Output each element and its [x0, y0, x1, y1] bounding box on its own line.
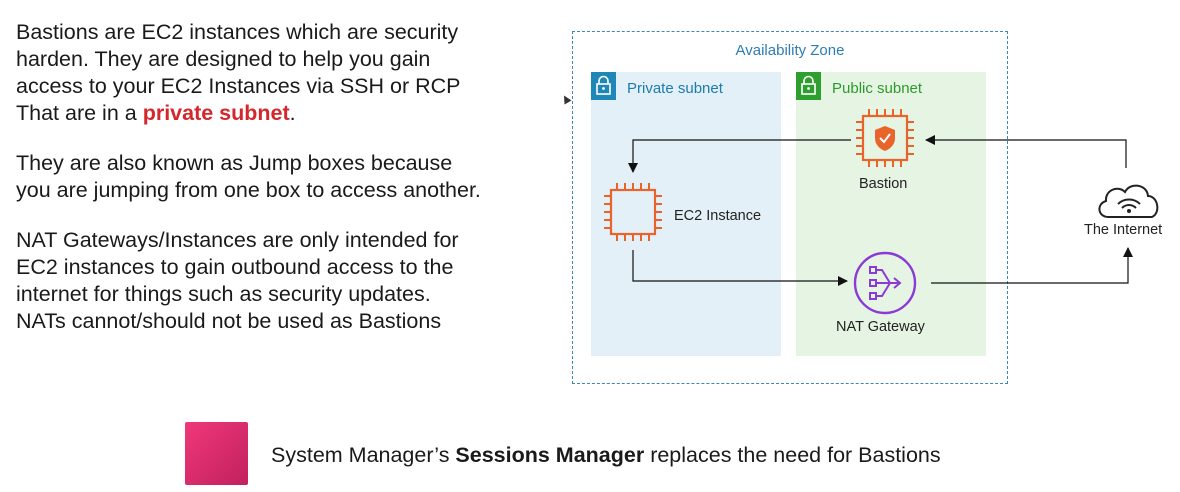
- text-segment: .: [289, 101, 296, 125]
- nat-gateway-label: NAT Gateway: [836, 319, 925, 335]
- arrow-bastion-to-ec2: [628, 139, 851, 173]
- text-line: access to your EC2 Instances via SSH or …: [16, 74, 461, 98]
- private-subnet-highlight: private subnet: [142, 101, 290, 125]
- text-line: you are jumping from one box to access a…: [16, 178, 481, 202]
- text-line: harden. They are designed to help you ga…: [16, 47, 431, 71]
- internet-label: The Internet: [1084, 222, 1163, 238]
- public-subnet-label: Public subnet: [832, 80, 923, 97]
- text-line: Bastions are EC2 instances which are sec…: [16, 20, 459, 44]
- cloud-icon: [1098, 184, 1159, 218]
- paragraph-jump-boxes: They are also known as Jump boxes becaus…: [16, 150, 556, 204]
- lock-icon: [796, 72, 821, 100]
- text-line: internet for things such as security upd…: [16, 282, 431, 306]
- ec2-instance-label: EC2 Instance: [674, 208, 762, 224]
- arrow-ec2-to-nat: [632, 250, 848, 286]
- text-line: That are in a private subnet.: [16, 100, 556, 127]
- text-segment: That are in a: [16, 101, 143, 125]
- text-segment: System Manager’s: [271, 443, 456, 467]
- bastion-chip-icon: [856, 109, 914, 167]
- paragraph-nat: NAT Gateways/Instances are only intended…: [16, 227, 556, 335]
- paragraph-bastions: Bastions are EC2 instances which are sec…: [16, 19, 556, 127]
- explanation-text: Bastions are EC2 instances which are sec…: [16, 19, 556, 358]
- bastion-label: Bastion: [859, 176, 908, 192]
- availability-zone-box: [572, 31, 1008, 384]
- text-line: EC2 instances to gain outbound access to…: [16, 255, 454, 279]
- arrow-nat-to-internet: [931, 247, 1133, 284]
- nat-gateway-icon: [853, 251, 917, 315]
- text-line: NATs cannot/should not be used as Bastio…: [16, 309, 442, 333]
- availability-zone-label: Availability Zone: [735, 42, 845, 59]
- sessions-manager-statement: System Manager’s Sessions Manager replac…: [271, 443, 941, 468]
- private-subnet-label: Private subnet: [627, 80, 723, 97]
- public-subnet: Public subnet: [796, 72, 986, 356]
- sessions-manager-name: Sessions Manager: [455, 443, 645, 467]
- ec2-chip-icon: [604, 183, 662, 241]
- text-line: NAT Gateways/Instances are only intended…: [16, 228, 459, 252]
- text-segment: replaces the need for Bastions: [644, 443, 941, 467]
- lock-icon: [591, 72, 616, 100]
- text-line: They are also known as Jump boxes becaus…: [16, 151, 453, 175]
- arrow-internet-to-bastion: [925, 135, 1127, 168]
- sessions-manager-icon: [185, 422, 248, 485]
- private-subnet: Private subnet: [591, 72, 781, 356]
